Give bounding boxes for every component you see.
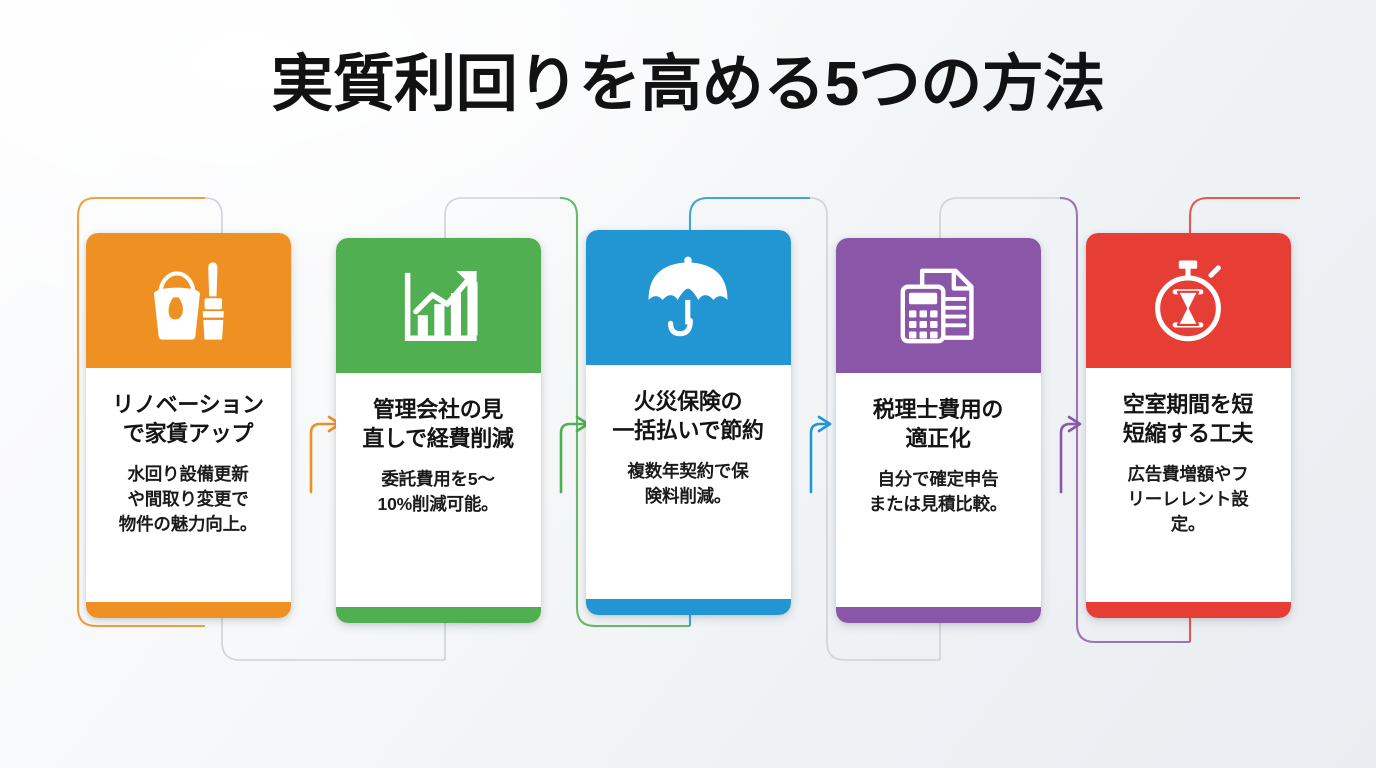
card-footer-2 — [335, 607, 541, 623]
card-title-1: リノベーション で家賃アップ — [112, 392, 264, 447]
card-tax-accountant-fee[interactable]: 税理士費用の 適正化 自分で確定申告 または見積比較。 — [835, 238, 1041, 623]
card-header-4 — [835, 238, 1041, 373]
card-desc-2: 委託費用を5〜 10%削減可能。 — [377, 469, 499, 514]
card-title-3: 火災保険の 一括払いで節約 — [612, 389, 764, 444]
card-header-5 — [1085, 233, 1291, 368]
card-body-2: 管理会社の見 直しで経費削減 委託費用を5〜 10%削減可能。 — [336, 373, 541, 607]
card-body-5: 空室期間を短 短縮する工夫 広告費増額やフ リーレレント設 定。 — [1086, 368, 1291, 602]
card-vacancy-period[interactable]: 空室期間を短 短縮する工夫 広告費増額やフ リーレレント設 定。 — [1085, 233, 1291, 618]
card-title-4: 税理士費用の 適正化 — [872, 397, 1004, 452]
card-title-5: 空室期間を短 短縮する工夫 — [1122, 392, 1254, 447]
umbrella-icon — [648, 256, 728, 336]
card-footer-1 — [85, 602, 291, 618]
title-bar: 実質利回りを高める5つの方法 — [0, 0, 1376, 170]
card-desc-1: 水回り設備更新 や間取り変更で 物件の魅力向上。 — [118, 464, 258, 534]
card-body-4: 税理士費用の 適正化 自分で確定申告 または見積比較。 — [836, 373, 1041, 607]
page-title: 実質利回りを高める5つの方法 — [271, 50, 1105, 119]
card-header-2 — [335, 238, 541, 373]
card-footer-3 — [585, 599, 791, 615]
card-desc-5: 広告費増額やフ リーレレント設 定。 — [1127, 464, 1249, 534]
card-desc-3: 複数年契約で保 険料削減。 — [627, 461, 749, 506]
card-renovation[interactable]: リノベーション で家賃アップ 水回り設備更新 や間取り変更で 物件の魅力向上。 — [85, 233, 291, 618]
card-management-review[interactable]: 管理会社の見 直しで経費削減 委託費用を5〜 10%削減可能。 — [335, 238, 541, 623]
card-footer-4 — [835, 607, 1041, 623]
growth-bar-chart-icon — [404, 270, 478, 341]
stopwatch-hourglass-icon — [1155, 260, 1221, 341]
card-header-1 — [85, 233, 291, 368]
card-title-2: 管理会社の見 直しで経費削減 — [362, 397, 514, 452]
card-body-1: リノベーション で家賃アップ 水回り設備更新 や間取り変更で 物件の魅力向上。 — [86, 368, 291, 602]
paint-bucket-brush-icon — [153, 261, 224, 340]
card-row: リノベーション で家賃アップ 水回り設備更新 や間取り変更で 物件の魅力向上。 — [0, 230, 1376, 623]
card-body-3: 火災保険の 一括払いで節約 複数年契約で保 険料削減。 — [586, 365, 791, 599]
calculator-document-icon — [900, 268, 974, 343]
card-fire-insurance[interactable]: 火災保険の 一括払いで節約 複数年契約で保 険料削減。 — [585, 230, 791, 615]
card-footer-5 — [1085, 602, 1291, 618]
card-header-3 — [585, 230, 791, 365]
card-desc-4: 自分で確定申告 または見積比較。 — [868, 469, 1008, 514]
